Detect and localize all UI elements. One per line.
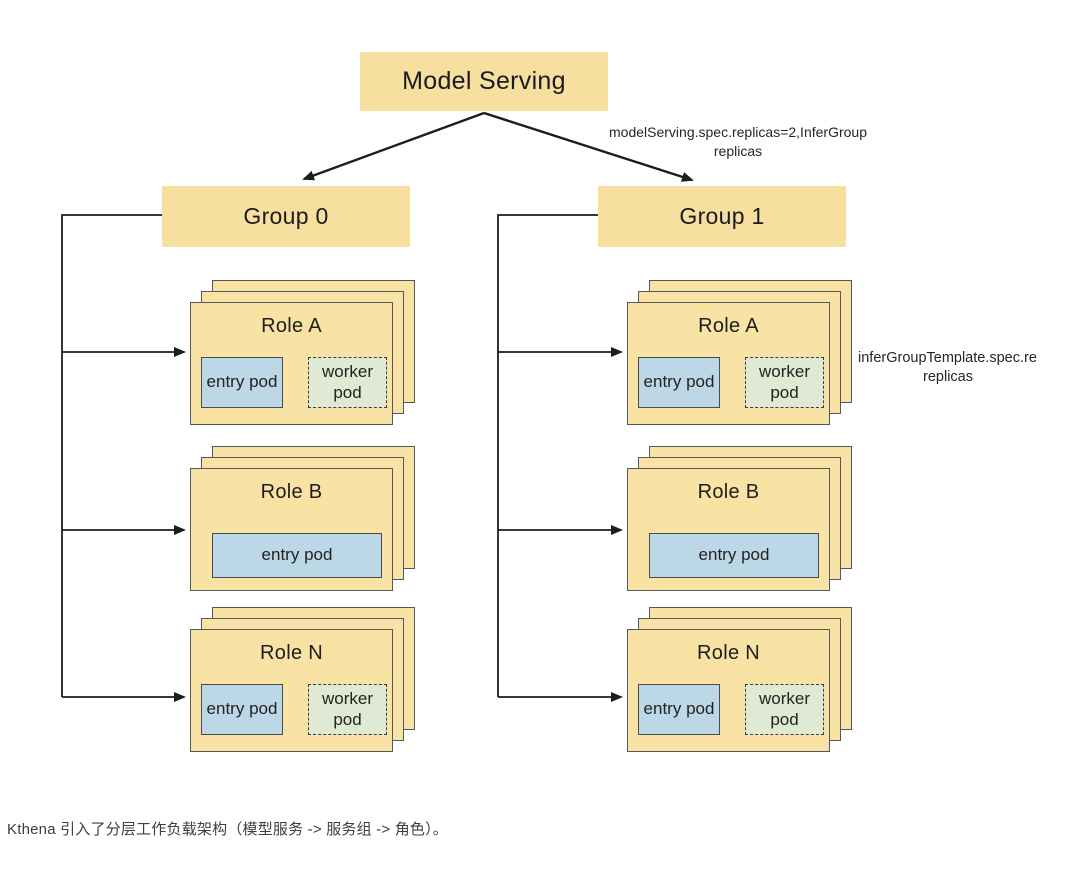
entry-pod: entry pod [201, 357, 283, 408]
group0-trunk-line [61, 214, 162, 697]
entry-pod: entry pod [638, 684, 720, 735]
replicas-edge-annotation: modelServing.spec.replicas=2,InferGroup … [588, 123, 888, 161]
entry-pod: entry pod [212, 533, 382, 578]
infergroup-annotation-line1: inferGroupTemplate.spec.re [858, 350, 1037, 366]
group1-node: Group 1 [598, 186, 846, 247]
entry-pod: entry pod [201, 684, 283, 735]
stack-card-front: Role A entry pod worker pod [190, 302, 393, 425]
worker-pod: worker pod [308, 357, 387, 408]
role-stack-group0-roleA: Role A entry pod worker pod [190, 280, 416, 426]
model-serving-node: Model Serving [360, 52, 608, 111]
edge-root-to-group1 [483, 111, 694, 182]
edge-root-to-group0 [302, 111, 485, 181]
role-title: Role A [698, 315, 759, 337]
entry-pod: entry pod [638, 357, 720, 408]
worker-pod: worker pod [745, 357, 824, 408]
role-title: Role A [261, 315, 322, 337]
worker-pod: worker pod [745, 684, 824, 735]
role-title: Role B [260, 481, 323, 503]
entry-pod: entry pod [649, 533, 819, 578]
stack-card-front: Role B entry pod [190, 468, 393, 591]
replicas-edge-annotation-line2: replicas [713, 143, 763, 159]
group1-trunk-line [497, 214, 598, 697]
role-stack-group1-roleB: Role B entry pod [627, 446, 853, 592]
role-stack-group1-roleN: Role N entry pod worker pod [627, 607, 853, 753]
stack-card-front: Role B entry pod [627, 468, 830, 591]
caption-text: Kthena 引入了分层工作负载架构（模型服务 -> 服务组 -> 角色）。 [7, 821, 448, 838]
role-title: Role N [697, 642, 760, 664]
role-stack-group1-roleA: Role A entry pod worker pod [627, 280, 853, 426]
replicas-edge-annotation-line1: modelServing.spec.replicas=2,InferGroup [609, 124, 867, 140]
role-title: Role B [697, 481, 760, 503]
role-title: Role N [260, 642, 323, 664]
stack-card-front: Role A entry pod worker pod [627, 302, 830, 425]
stack-card-front: Role N entry pod worker pod [627, 629, 830, 752]
group0-node: Group 0 [162, 186, 410, 247]
role-stack-group0-roleN: Role N entry pod worker pod [190, 607, 416, 753]
stack-card-front: Role N entry pod worker pod [190, 629, 393, 752]
worker-pod: worker pod [308, 684, 387, 735]
role-stack-group0-roleB: Role B entry pod [190, 446, 416, 592]
infergroup-annotation-line2: replicas [923, 369, 973, 385]
